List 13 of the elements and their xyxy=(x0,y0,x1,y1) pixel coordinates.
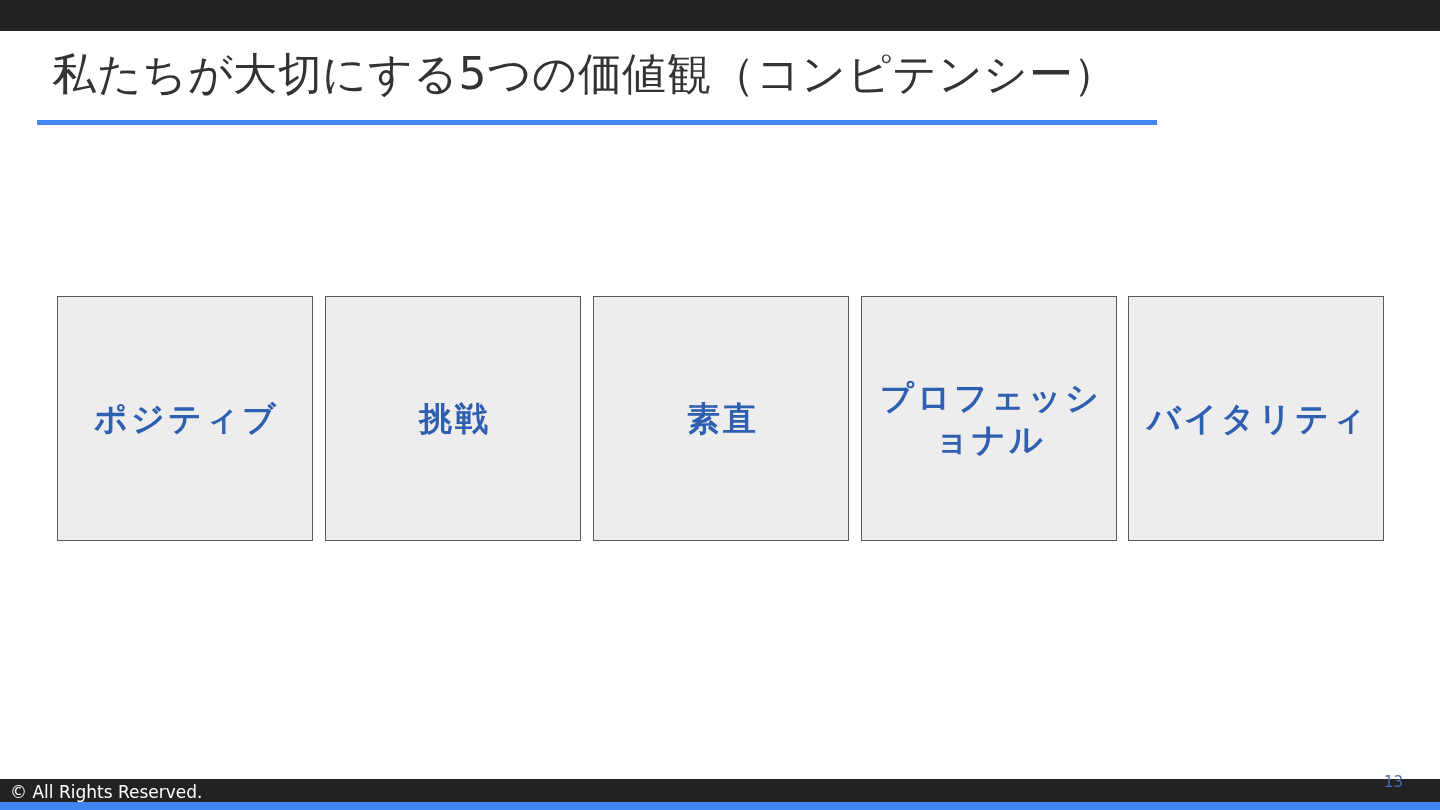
page-number: 13 xyxy=(1384,772,1404,793)
value-label: プロフェッショナル xyxy=(878,376,1103,461)
value-box xyxy=(325,296,581,541)
slide-title: 私たちが大切にする5つの価値観（コンピテンシー） xyxy=(52,47,1118,101)
value-box xyxy=(593,296,849,541)
value-box xyxy=(1128,296,1384,541)
value-label: バイタリティ xyxy=(1146,397,1369,440)
value-label: ポジティブ xyxy=(94,397,279,440)
value-box xyxy=(861,296,1117,541)
copyright-text: © All Rights Reserved. xyxy=(10,781,203,803)
value-box xyxy=(57,296,313,541)
value-label: 挑戦 xyxy=(418,397,491,440)
value-label: 素直 xyxy=(686,397,759,440)
